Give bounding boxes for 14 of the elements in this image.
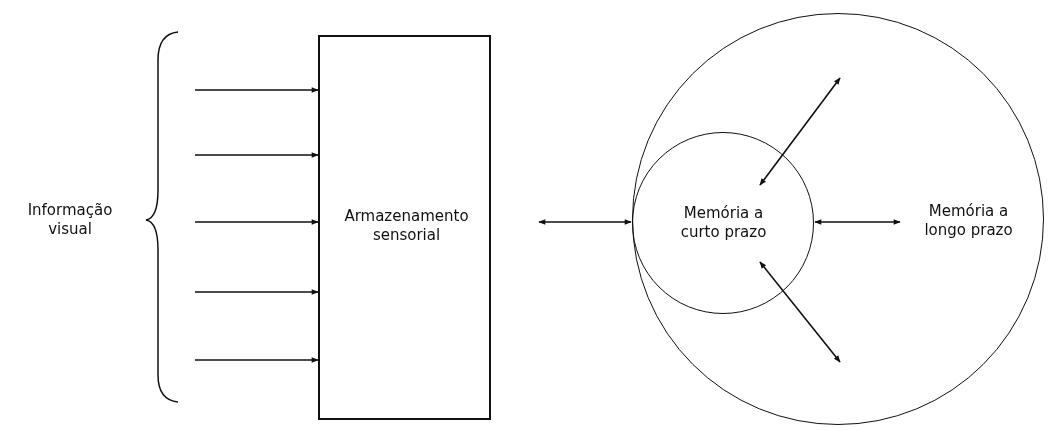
arrow [194, 357, 319, 363]
arrow [194, 87, 319, 93]
arrow [759, 261, 841, 363]
process-box [318, 35, 491, 420]
node-label: Memória a longo prazo [923, 202, 1014, 240]
node-label: Memória a curto prazo [679, 204, 768, 242]
arrow [814, 219, 901, 225]
arrow [759, 77, 841, 186]
node-label: Armazenamento sensorial [343, 207, 470, 245]
arrow [538, 219, 632, 225]
arrow [194, 289, 319, 295]
arrow [194, 219, 319, 225]
input-label: Informação visual [5, 198, 135, 242]
arrow [194, 152, 319, 158]
